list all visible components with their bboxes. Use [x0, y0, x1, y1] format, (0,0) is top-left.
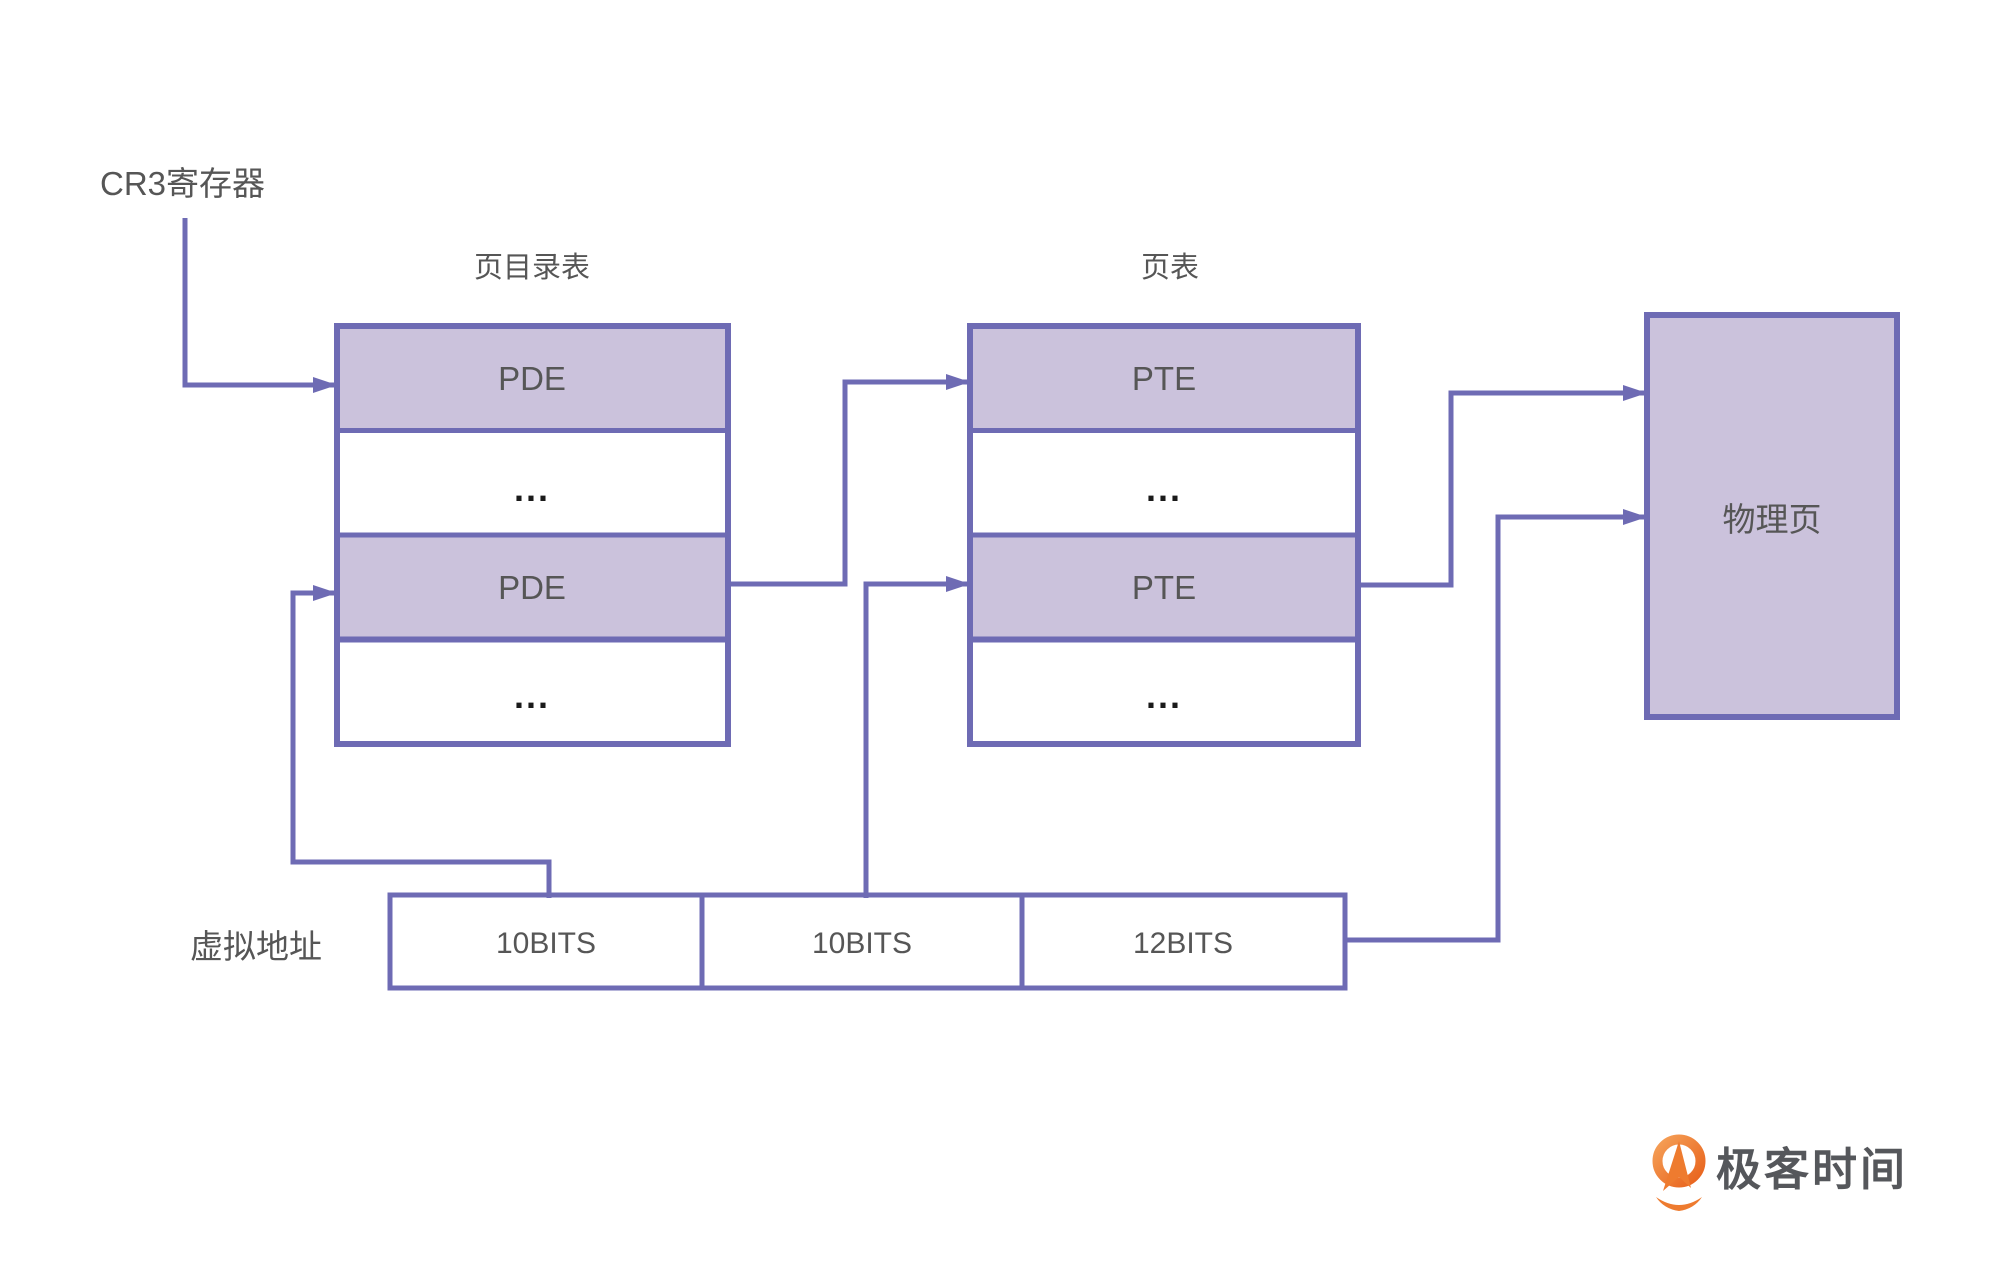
page-directory-title: 页目录表: [474, 251, 590, 284]
pde-row-2-ellipsis: ...: [514, 468, 550, 509]
va1-to-pde-connector: [290, 585, 552, 898]
geektime-logo-icon: [1652, 1134, 1706, 1211]
page-directory-table: 页目录表 PDE ... PDE ...: [334, 251, 731, 747]
pde-row-4-ellipsis: ...: [514, 675, 550, 716]
pde-row-1-label: PDE: [498, 360, 566, 397]
pte-row-3-label: PTE: [1132, 569, 1196, 606]
va-field-2-box: [699, 892, 1025, 991]
logo-tail: [1656, 1197, 1702, 1211]
virtual-address-label: 虚拟地址: [190, 928, 322, 965]
page-directory-outline: [334, 323, 731, 747]
pte-row-1-label: PTE: [1132, 360, 1196, 397]
va-field-3-box: [1019, 892, 1348, 991]
page-table-title: 页表: [1141, 251, 1199, 284]
va-field-3-label: 12BITS: [1133, 927, 1233, 960]
physical-page-box: 物理页: [1644, 312, 1900, 720]
pde-to-page-table-connector: [728, 374, 970, 587]
pde-row-3: [334, 532, 731, 642]
geektime-logo: 极客时间: [1652, 1134, 1908, 1211]
pte-to-physical-page-connector: [1355, 385, 1647, 588]
virtual-address: 虚拟地址 10BITS 10BITS 12BITS: [190, 892, 1348, 991]
physical-page-rect: [1644, 312, 1900, 720]
pde-row-3-label: PDE: [498, 569, 566, 606]
page-table: 页表 PTE ... PTE ...: [967, 251, 1361, 747]
pte-row-2-ellipsis: ...: [1146, 468, 1182, 509]
pde-row-1: [334, 323, 731, 433]
pte-row-4-ellipsis: ...: [1146, 675, 1182, 716]
cr3-to-pde-connector: [182, 218, 337, 393]
va2-to-pte-connector: [863, 576, 970, 898]
va-field-1-label: 10BITS: [496, 927, 596, 960]
physical-page-label: 物理页: [1723, 501, 1822, 538]
logo-needle: [1663, 1141, 1691, 1191]
cr3-register-label: CR3寄存器: [100, 165, 265, 202]
va-field-2-label: 10BITS: [812, 927, 912, 960]
va3-to-physical-page-connector: [1345, 509, 1647, 943]
page-table-outline: [967, 323, 1361, 747]
geektime-logo-text: 极客时间: [1716, 1144, 1908, 1195]
